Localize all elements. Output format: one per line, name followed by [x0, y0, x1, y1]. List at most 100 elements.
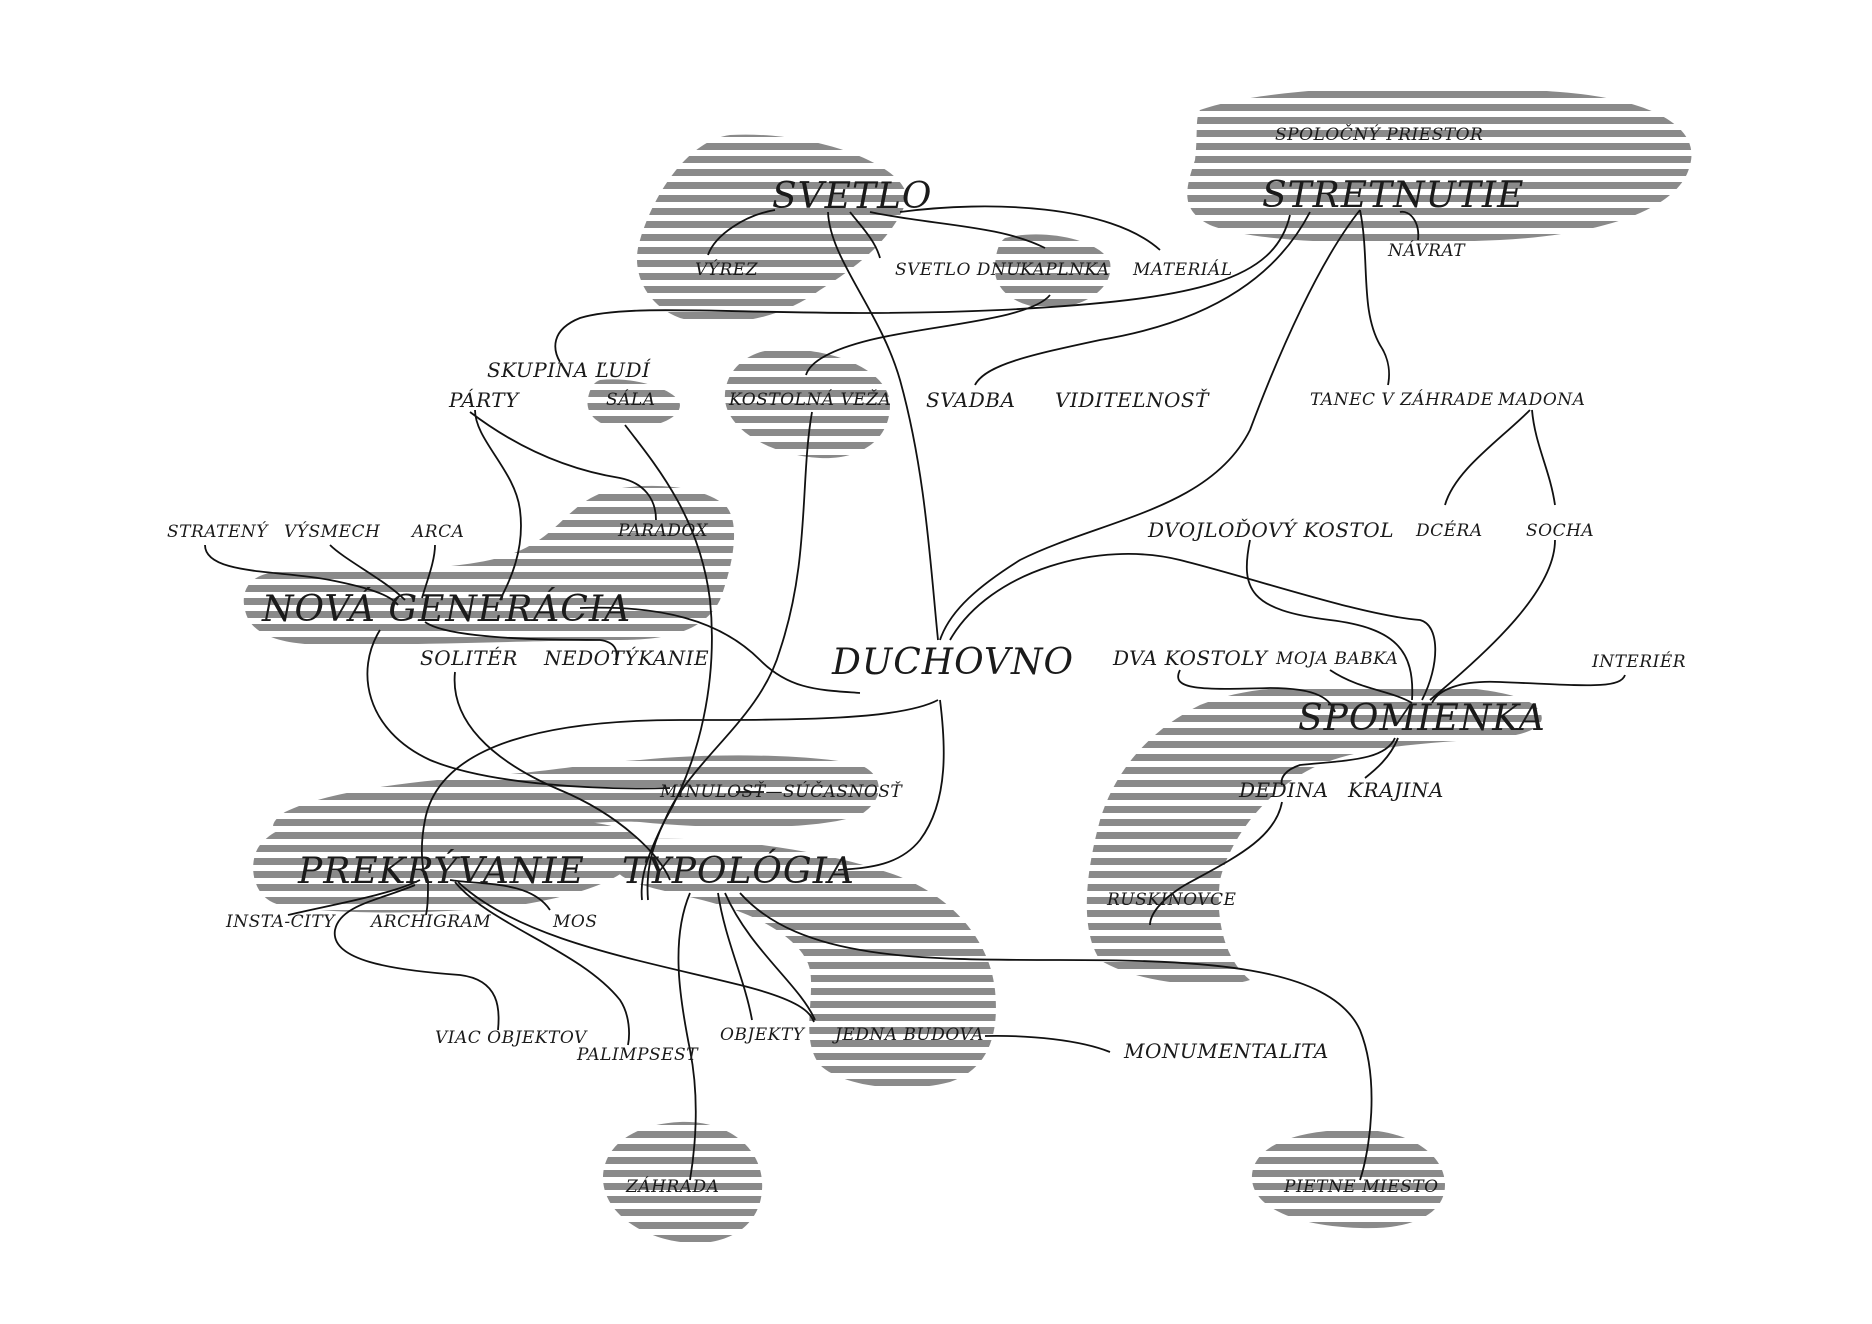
edge-madona-dcera [1444, 409, 1531, 506]
edge-stretnutie-skupina [554, 214, 1291, 363]
label-vyrez: VÝREZ [695, 259, 759, 280]
edge-interier-spomienka [1431, 674, 1626, 704]
edge-stretnutie-svadba [974, 211, 1311, 386]
topic-nova-generacia: NOVÁ GENERÁCIA [261, 588, 631, 630]
edge-stretnutie-navrat [1399, 210, 1420, 241]
label-spolocny-priestor: SPOLOČNÝ PRIESTOR [1275, 124, 1483, 145]
topic-duchovno: DUCHOVNO [831, 642, 1074, 683]
edge-spomienka-krajina [1364, 737, 1399, 779]
edge-svetlo-material [899, 205, 1161, 251]
edge-madona-socha [1531, 409, 1556, 506]
blob-kostolna-veza [724, 349, 890, 459]
label-palimpsest: PALIMPSEST [576, 1045, 699, 1065]
label-nedotykanie: NEDOTÝKANIE [543, 646, 709, 670]
edge-prekryvanie-archigram [425, 881, 429, 916]
edge-strateny-nova [204, 544, 399, 606]
edge-party-nova [474, 409, 522, 601]
topic-spomienka: SPOMIENKA [1298, 698, 1546, 739]
label-jedna-budova: JEDNA BUDOVA [832, 1025, 984, 1045]
topic-stretnutie: STRETNUTIE [1262, 175, 1524, 216]
label-vysmech: VÝSMECH [284, 521, 381, 542]
label-mos: MOS [552, 912, 598, 932]
label-kostolna-veza: KOSTOLNÁ VEŽA [728, 389, 891, 410]
edge-soliter-typologia [453, 671, 671, 881]
label-dcera: DCÉRA [1415, 520, 1483, 541]
edge-dedina-ruskinovce [1149, 801, 1283, 926]
edge-svetlo-kaplnka [869, 211, 1046, 249]
label-moja-babka: MOJA BABKA [1275, 649, 1398, 669]
edge-nova-duchovno [579, 606, 861, 694]
edge-party-paradox [469, 411, 657, 521]
edge-kostolna-typologia [640, 411, 813, 901]
blob-sala [587, 379, 680, 429]
edge-prekryvanie-insta [287, 879, 421, 916]
topic-prekryvanie: PREKRÝVANIE [297, 850, 585, 892]
label-party: PÁRTY [448, 388, 520, 412]
label-interier: INTERIÉR [1591, 651, 1686, 672]
edge-spomienka-dedina [1280, 737, 1396, 786]
label-paradox: PARADOX [617, 521, 708, 541]
topic-typologia: TYPOLÓGIA [622, 850, 855, 892]
blob-kaplnka [995, 234, 1111, 309]
edge-svetlo-duchovno [827, 211, 939, 641]
edge-duchovno-spomienka [949, 553, 1437, 701]
blob-pietne-miesto [1251, 1129, 1445, 1229]
label-tanec-v-zahrade: TANEC V ZÁHRADE [1310, 389, 1494, 410]
label-dva-kostoly: DVA KOSTOLY [1112, 646, 1269, 670]
label-zahrada: ZÁHRADA [625, 1176, 719, 1197]
edge-duchovno-prekryvanie [420, 699, 939, 876]
label-dvojlodovy-kostol: DVOJLOĎOVÝ KOSTOL [1147, 518, 1394, 542]
edge-prekryvanie-jedna [457, 881, 815, 1023]
blob-typologia [615, 838, 996, 1088]
label-material: MATERIÁL [1132, 259, 1233, 280]
edge-typologia-jedna-budova [724, 892, 816, 1021]
label-skupina-ludi: SKUPINA ĽUDÍ [487, 358, 651, 382]
edge-dva-kostoly-spomienka [1177, 669, 1336, 713]
label-insta-city: INSTA-CITY [225, 912, 336, 932]
edge-prekryvanie-palimpsest [454, 881, 630, 1046]
blob-spomienka [1086, 683, 1542, 985]
blob-zahrada [602, 1121, 763, 1244]
label-krajina: KRAJINA [1347, 778, 1444, 802]
edge-stretnutie-duchovno [939, 209, 1361, 641]
label-monumentalita: MONUMENTALITA [1123, 1039, 1329, 1063]
edge-stretnutie-tanec [1359, 209, 1390, 386]
label-viac-objektov: VIAC OBJEKTOV [435, 1028, 588, 1048]
label-svadba: SVADBA [926, 388, 1015, 412]
edge-svetlo-svetlo-dnu [849, 211, 881, 259]
edge-socha-spomienka [1429, 539, 1556, 701]
edge-moja-babka-spomienka [1329, 669, 1413, 704]
edge-typologia-objekty [717, 892, 753, 1021]
edge-prekryvanie-mos [449, 879, 551, 911]
edge-nova-minulost [366, 629, 671, 790]
label-objekty: OBJEKTY [720, 1025, 806, 1045]
label-arca: ARCA [410, 522, 464, 542]
label-soliter: SOLITÉR [420, 646, 518, 670]
label-pietne-miesto: PIETNE MIESTO [1283, 1177, 1439, 1197]
edges [204, 205, 1626, 1181]
blobs [243, 86, 1692, 1244]
edge-dvojlodovy-spomienka [1245, 539, 1414, 701]
edge-typologia-pietne [739, 892, 1373, 1181]
blob-svetlo [636, 134, 907, 323]
edge-jedna-monumentalita [984, 1034, 1111, 1053]
label-dedina: DEDINA [1238, 778, 1329, 802]
edge-svetlo-vyrez [707, 209, 776, 256]
edge-vysmech-nova [329, 544, 406, 601]
edge-prekryvanie-viac [334, 884, 500, 1031]
blob-nova-generacia [243, 485, 735, 645]
label-madona: MADONA [1497, 390, 1585, 410]
edge-duchovno-typologia [837, 699, 945, 871]
label-archigram: ARCHIGRAM [369, 912, 491, 932]
label-svetlo-dnu: SVETLO DNU [895, 260, 1021, 280]
label-viditelnost: VIDITEĽNOSŤ [1055, 388, 1210, 412]
blob-prekryvanie [253, 818, 642, 913]
label-sala: SÁLA [606, 389, 656, 410]
edge-kaplnka-kostolna [805, 294, 1051, 376]
label-navrat: NÁVRAT [1387, 240, 1466, 261]
label-minulost-sucasnost: MINULOSŤ—SÚČASNOSŤ [659, 781, 903, 802]
label-socha: SOCHA [1526, 521, 1594, 541]
edge-arca-nova [421, 544, 436, 599]
label-strateny: STRATENÝ [167, 521, 269, 542]
